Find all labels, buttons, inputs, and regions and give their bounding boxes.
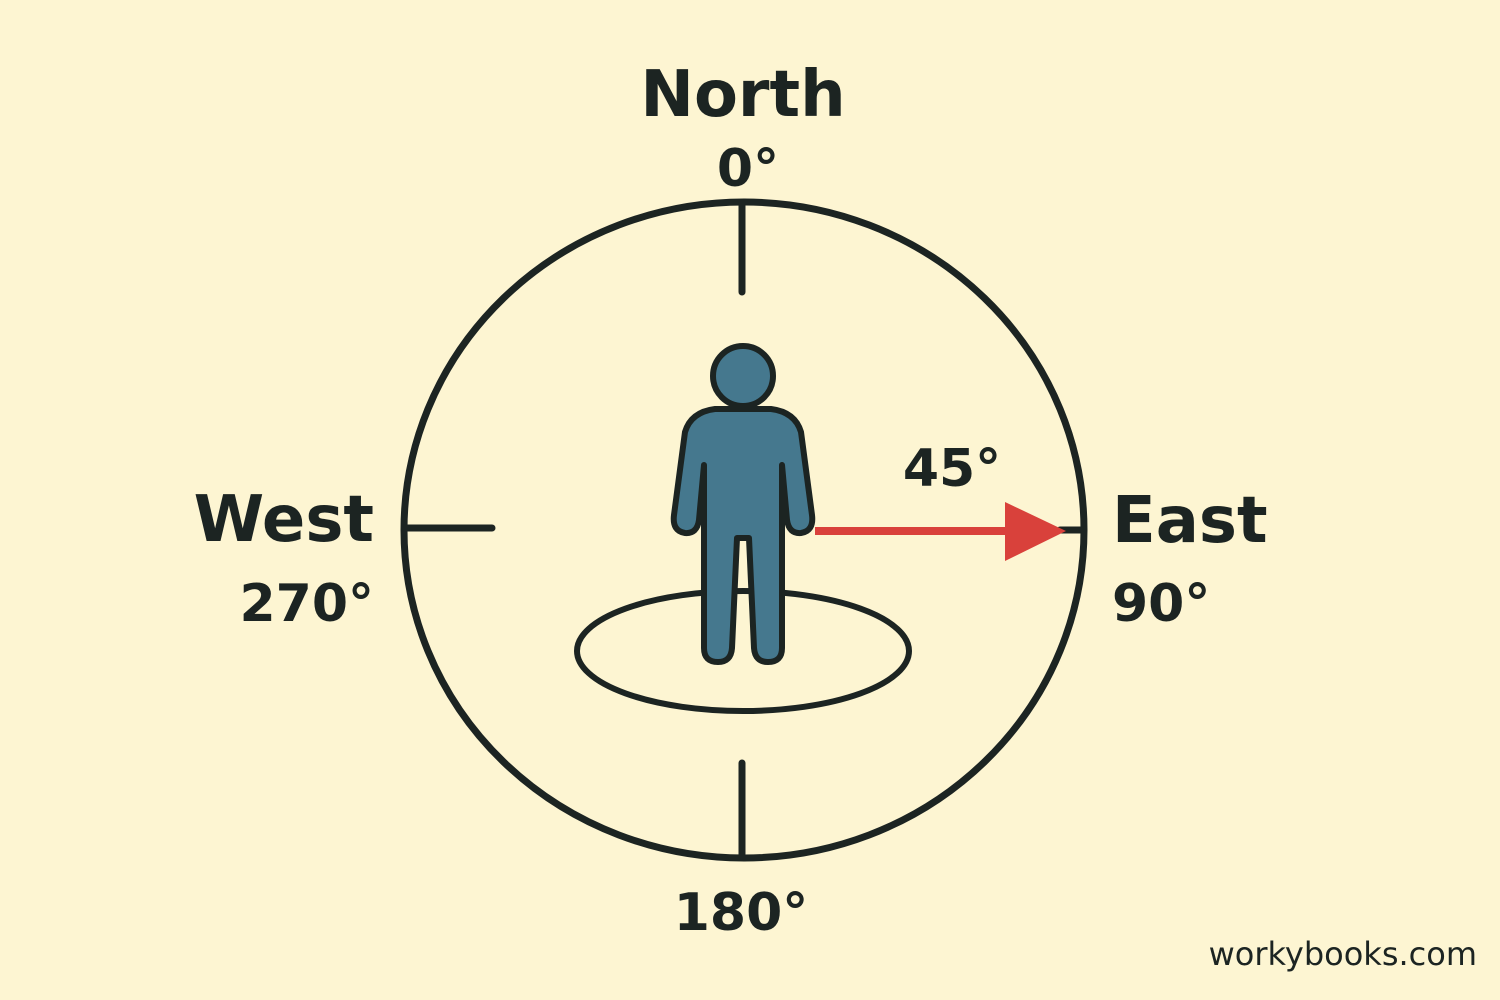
ground-ellipse xyxy=(574,588,912,714)
arrow-angle-label: 45° xyxy=(903,439,1001,499)
north-degree-label: 0° xyxy=(717,139,779,199)
north-label: North xyxy=(640,58,845,132)
person-icon xyxy=(670,343,816,665)
direction-arrow xyxy=(815,502,1066,561)
watermark-text: workybooks.com xyxy=(1209,935,1477,973)
east-degree-label: 90° xyxy=(1112,574,1210,634)
east-label: East xyxy=(1112,484,1268,558)
south-degree-label: 180° xyxy=(674,883,809,943)
west-label: West xyxy=(194,483,374,557)
west-degree-label: 270° xyxy=(239,574,374,634)
